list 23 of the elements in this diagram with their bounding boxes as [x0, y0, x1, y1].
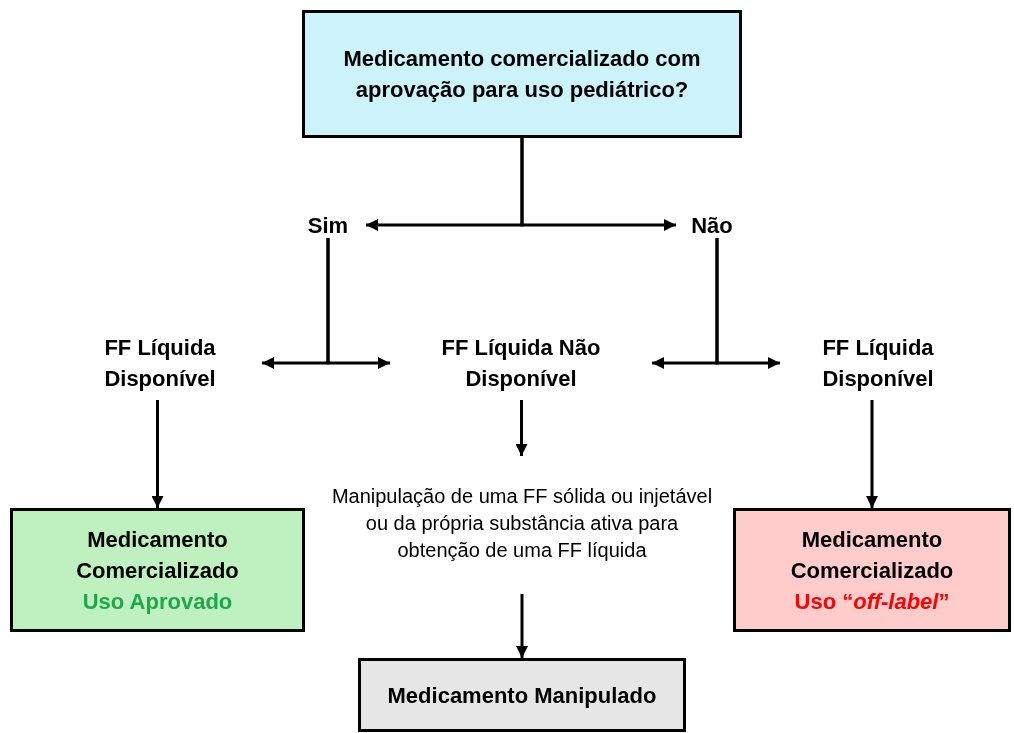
result-box [733, 508, 1011, 632]
branch-label: FF Líquida Disponível [103, 334, 217, 393]
arrow [326, 238, 390, 369]
box-title: Medicamento comercializado com aprovação para uso pediátrico? [342, 45, 702, 104]
arrow [151, 400, 164, 508]
question-box [302, 10, 742, 138]
status-text: Uso “off-label” [794, 587, 950, 616]
status-text: Uso Aprovado [82, 587, 233, 616]
arrow [866, 400, 878, 508]
arrow [515, 400, 528, 456]
branch-label: FF Líquida Não Disponível [440, 334, 602, 393]
box-title: Medicamento Comercializado [75, 525, 240, 585]
branch-label: Não [691, 211, 733, 240]
branch-label: Sim [307, 211, 349, 240]
box-title: Medicamento Manipulado [387, 681, 657, 710]
arrow [715, 238, 780, 369]
result-box [358, 658, 686, 732]
arrow [516, 594, 528, 658]
instruction-text: Manipulação de uma FF sólida ou injetável ou da própria substância ativa para obtenção de uma FF líquida [330, 483, 714, 563]
result-box [10, 508, 305, 632]
box-title: Medicamento Comercializado [789, 525, 955, 585]
arrow [520, 138, 676, 231]
branch-label: FF Líquida Disponível [821, 334, 935, 393]
